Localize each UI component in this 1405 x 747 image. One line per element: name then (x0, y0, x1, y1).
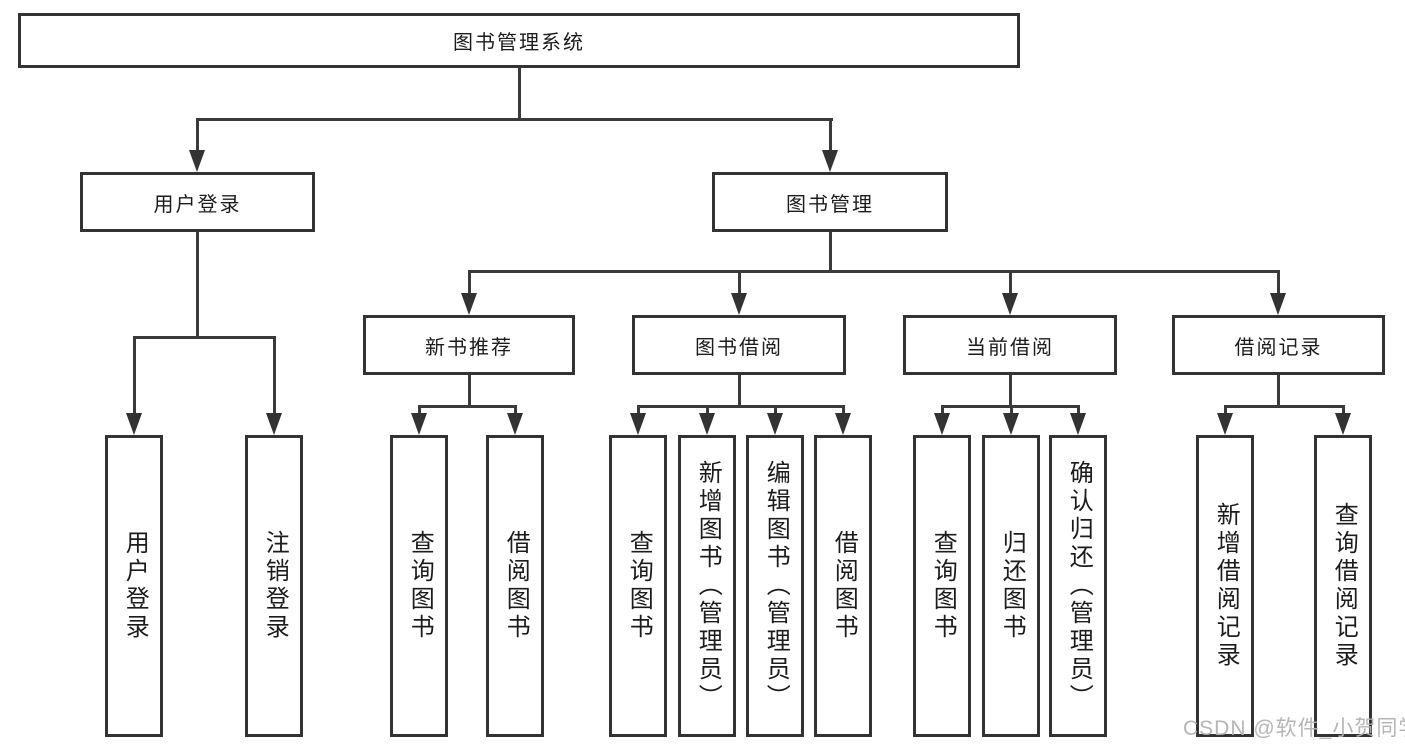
connector-drop-leaf (1224, 405, 1227, 415)
connector-borrowing-stem (738, 375, 741, 408)
connector-drop-leaf (1010, 405, 1013, 415)
arrowhead-icon (767, 413, 783, 435)
node-user-login: 用户登录 (80, 172, 315, 232)
connector-bookmgmt-stem (829, 232, 832, 273)
leaf-current-query-books: 查询图书 (913, 435, 971, 737)
connector-drop-leaf (133, 336, 136, 415)
connector-drop-leaf (273, 336, 276, 415)
arrowhead-icon (822, 150, 838, 172)
arrowhead-icon (630, 413, 646, 435)
connector-drop-book-management (829, 118, 832, 152)
arrowhead-icon (266, 413, 282, 435)
leaf-add-borrow-record-label: 新增借阅记录 (1212, 502, 1240, 670)
arrowhead-icon (507, 413, 523, 435)
node-user-login-label: 用户登录 (153, 193, 242, 216)
connector-userlogin-rail (133, 336, 276, 339)
connector-drop-leaf (1342, 405, 1345, 415)
arrowhead-icon (1270, 293, 1286, 315)
connector-drop-leaf (941, 405, 944, 415)
leaf-query-borrow-record: 查询借阅记录 (1314, 435, 1372, 737)
leaf-add-book-admin: 新增图书（管理员） (678, 435, 736, 737)
node-root-system: 图书管理系统 (18, 13, 1020, 68)
connector-borrowing-rail (637, 405, 845, 408)
connector-drop-user-login (196, 118, 199, 152)
node-new-book-recommend-label: 新书推荐 (425, 336, 513, 359)
leaf-confirm-return-admin-label: 确认归还（管理员） (1065, 460, 1093, 712)
connector-drop-leaf (1077, 405, 1080, 415)
leaf-return-books: 归还图书 (982, 435, 1040, 737)
connector-userlogin-stem (196, 232, 199, 339)
leaf-recommend-borrow-books-label: 借阅图书 (502, 530, 530, 642)
watermark: CSDN @软件_小贺同学 (1183, 717, 1405, 740)
node-current-borrowing: 当前借阅 (903, 315, 1117, 375)
leaf-user-login: 用户登录 (105, 435, 163, 737)
node-root-label: 图书管理系统 (453, 32, 585, 54)
leaf-logout-label: 注销登录 (261, 530, 289, 642)
leaf-borrowing-query-books-label: 查询图书 (625, 530, 653, 642)
leaf-add-borrow-record: 新增借阅记录 (1196, 435, 1254, 737)
arrowhead-icon (1217, 413, 1233, 435)
arrowhead-icon (1070, 413, 1086, 435)
connector-drop-leaf (706, 405, 709, 415)
connector-drop-module (1009, 270, 1012, 295)
arrowhead-icon (1335, 413, 1351, 435)
leaf-current-query-books-label: 查询图书 (929, 530, 957, 642)
leaf-edit-book-admin: 编辑图书（管理员） (746, 435, 804, 737)
node-current-borrowing-label: 当前借阅 (966, 336, 1054, 359)
leaf-recommend-borrow-books: 借阅图书 (486, 435, 544, 737)
connector-drop-leaf (514, 405, 517, 415)
arrowhead-icon (1003, 413, 1019, 435)
leaf-confirm-return-admin: 确认归还（管理员） (1049, 435, 1107, 737)
connector-drop-leaf (774, 405, 777, 415)
connector-current-stem (1009, 375, 1012, 408)
leaf-logout: 注销登录 (245, 435, 303, 737)
arrowhead-icon (189, 150, 205, 172)
connector-recommend-rail (418, 405, 517, 408)
leaf-recommend-query-books-label: 查询图书 (406, 530, 434, 642)
connector-bookmgmt-rail (468, 270, 1280, 273)
leaf-borrowing-query-books: 查询图书 (609, 435, 667, 737)
node-book-management-label: 图书管理 (786, 193, 874, 216)
connector-drop-leaf (637, 405, 640, 415)
leaf-borrowing-borrow-books-label: 借阅图书 (830, 530, 858, 642)
node-borrowing-records-label: 借阅记录 (1234, 336, 1323, 359)
arrowhead-icon (699, 413, 715, 435)
arrowhead-icon (411, 413, 427, 435)
arrowhead-icon (731, 293, 747, 315)
connector-drop-module (1277, 270, 1280, 295)
leaf-add-book-admin-label: 新增图书（管理员） (694, 460, 722, 712)
connector-root-rail (196, 118, 833, 121)
leaf-user-login-label: 用户登录 (121, 530, 149, 642)
leaf-recommend-query-books: 查询图书 (390, 435, 448, 737)
leaf-borrowing-borrow-books: 借阅图书 (814, 435, 872, 737)
leaf-return-books-label: 归还图书 (998, 530, 1026, 642)
node-book-borrowing: 图书借阅 (632, 315, 846, 375)
connector-records-stem (1277, 375, 1280, 408)
connector-drop-module (468, 270, 471, 295)
leaf-query-borrow-record-label: 查询借阅记录 (1330, 502, 1358, 670)
arrowhead-icon (934, 413, 950, 435)
connector-root-stem (518, 68, 521, 121)
arrowhead-icon (461, 293, 477, 315)
node-borrowing-records: 借阅记录 (1172, 315, 1385, 375)
node-book-borrowing-label: 图书借阅 (695, 336, 783, 359)
node-new-book-recommend: 新书推荐 (363, 315, 575, 375)
arrowhead-icon (126, 413, 142, 435)
connector-drop-leaf (418, 405, 421, 415)
connector-drop-module (738, 270, 741, 295)
node-book-management: 图书管理 (712, 172, 948, 232)
arrowhead-icon (835, 413, 851, 435)
connector-drop-leaf (842, 405, 845, 415)
connector-recommend-stem (468, 375, 471, 408)
arrowhead-icon (1002, 293, 1018, 315)
connector-records-rail (1224, 405, 1345, 408)
leaf-edit-book-admin-label: 编辑图书（管理员） (762, 460, 790, 712)
